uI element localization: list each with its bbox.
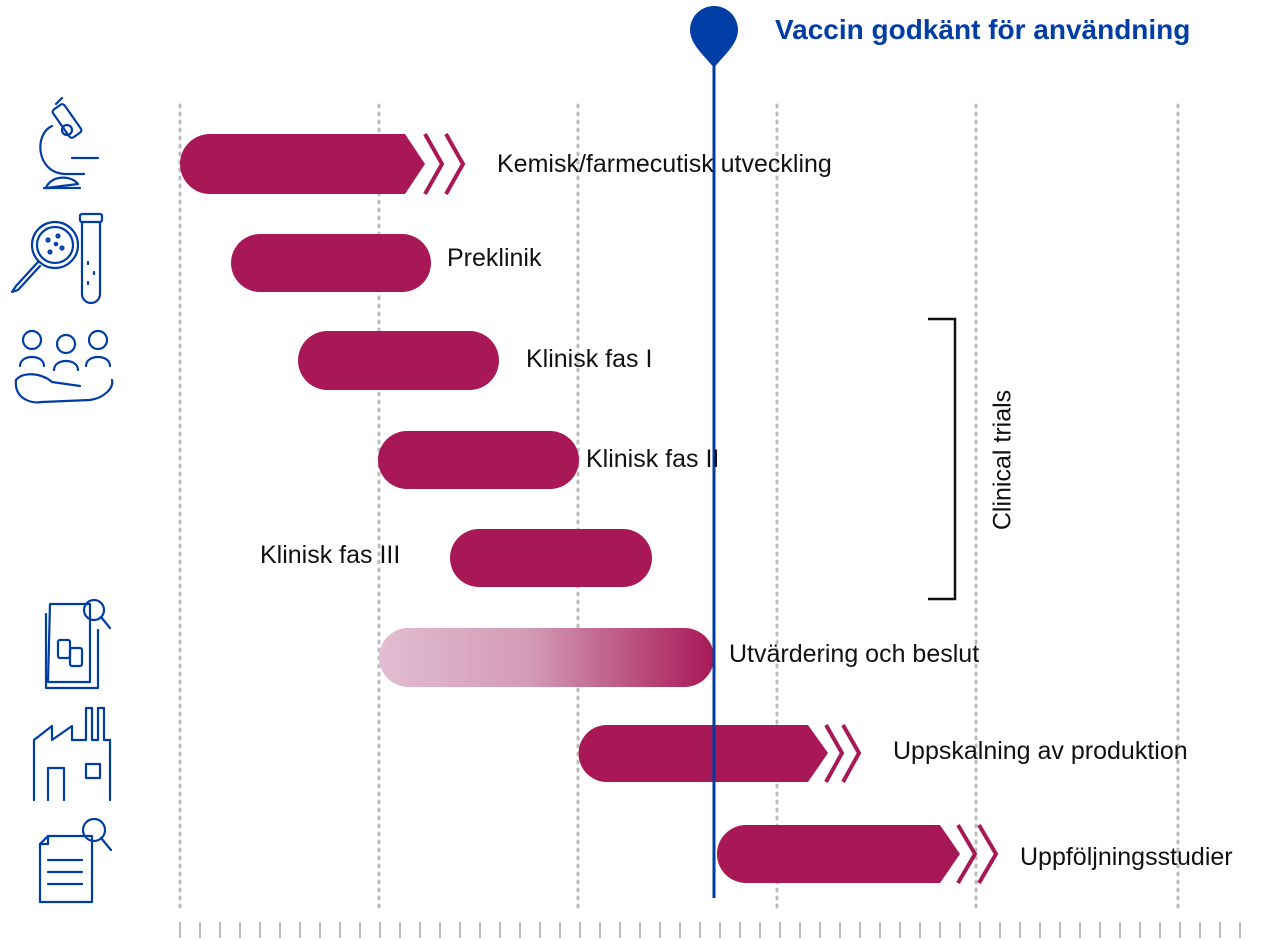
continues-chevron: [444, 133, 466, 195]
phase-label-fas-2: Klinisk fas II: [586, 445, 720, 473]
continues-chevron: [956, 823, 978, 885]
document-search-icon: [38, 817, 113, 904]
phase-label-uppfoljning: Uppföljningsstudier: [1020, 843, 1233, 871]
phase-bar-uppskalning: [578, 724, 862, 783]
grid-lines: [178, 103, 1180, 914]
bar-body: [717, 825, 960, 883]
approval-marker: [690, 6, 738, 898]
petri-dish-magnifier-test-tube-icon: [10, 212, 104, 305]
phase-label-fas-1: Klinisk fas I: [526, 345, 653, 373]
continues-chevron: [824, 724, 845, 783]
phase-label-utvardering: Utvärdering och beslut: [729, 640, 980, 668]
phase-bar-utvardering: [379, 628, 714, 687]
phase-label-fas-3: Klinisk fas III: [260, 541, 401, 569]
factory-icon: [32, 706, 112, 802]
phase-bar-kemisk: [180, 133, 466, 195]
continues-chevron: [423, 133, 445, 195]
continues-chevron: [841, 724, 862, 783]
people-in-hand-icon: [14, 329, 114, 404]
clinical-trials-bracket: [928, 317, 957, 601]
phase-bar-fas-2: [378, 431, 579, 489]
phase-label-uppskalning: Uppskalning av produktion: [893, 737, 1188, 765]
microscope-icon: [39, 96, 100, 190]
approval-title: Vaccin godkänt för användning: [775, 14, 1191, 45]
phase-bar-fas-1: [298, 331, 499, 390]
clinical-trials-label: Clinical trials: [988, 389, 1017, 531]
phase-bar-uppfoljning: [717, 823, 999, 885]
bar-body: [180, 134, 425, 194]
phase-label-kemisk: Kemisk/farmecutisk utveckling: [497, 150, 832, 178]
bar-body: [578, 725, 828, 782]
phase-bar-preklinik: [231, 234, 431, 292]
map-pin-icon: [690, 6, 738, 68]
phase-bar-fas-3: [450, 529, 652, 587]
time-ruler: [179, 922, 1241, 938]
continues-chevron: [977, 823, 999, 885]
document-review-thumbs-icon: [44, 598, 112, 690]
phase-label-preklinik: Preklinik: [447, 244, 542, 272]
